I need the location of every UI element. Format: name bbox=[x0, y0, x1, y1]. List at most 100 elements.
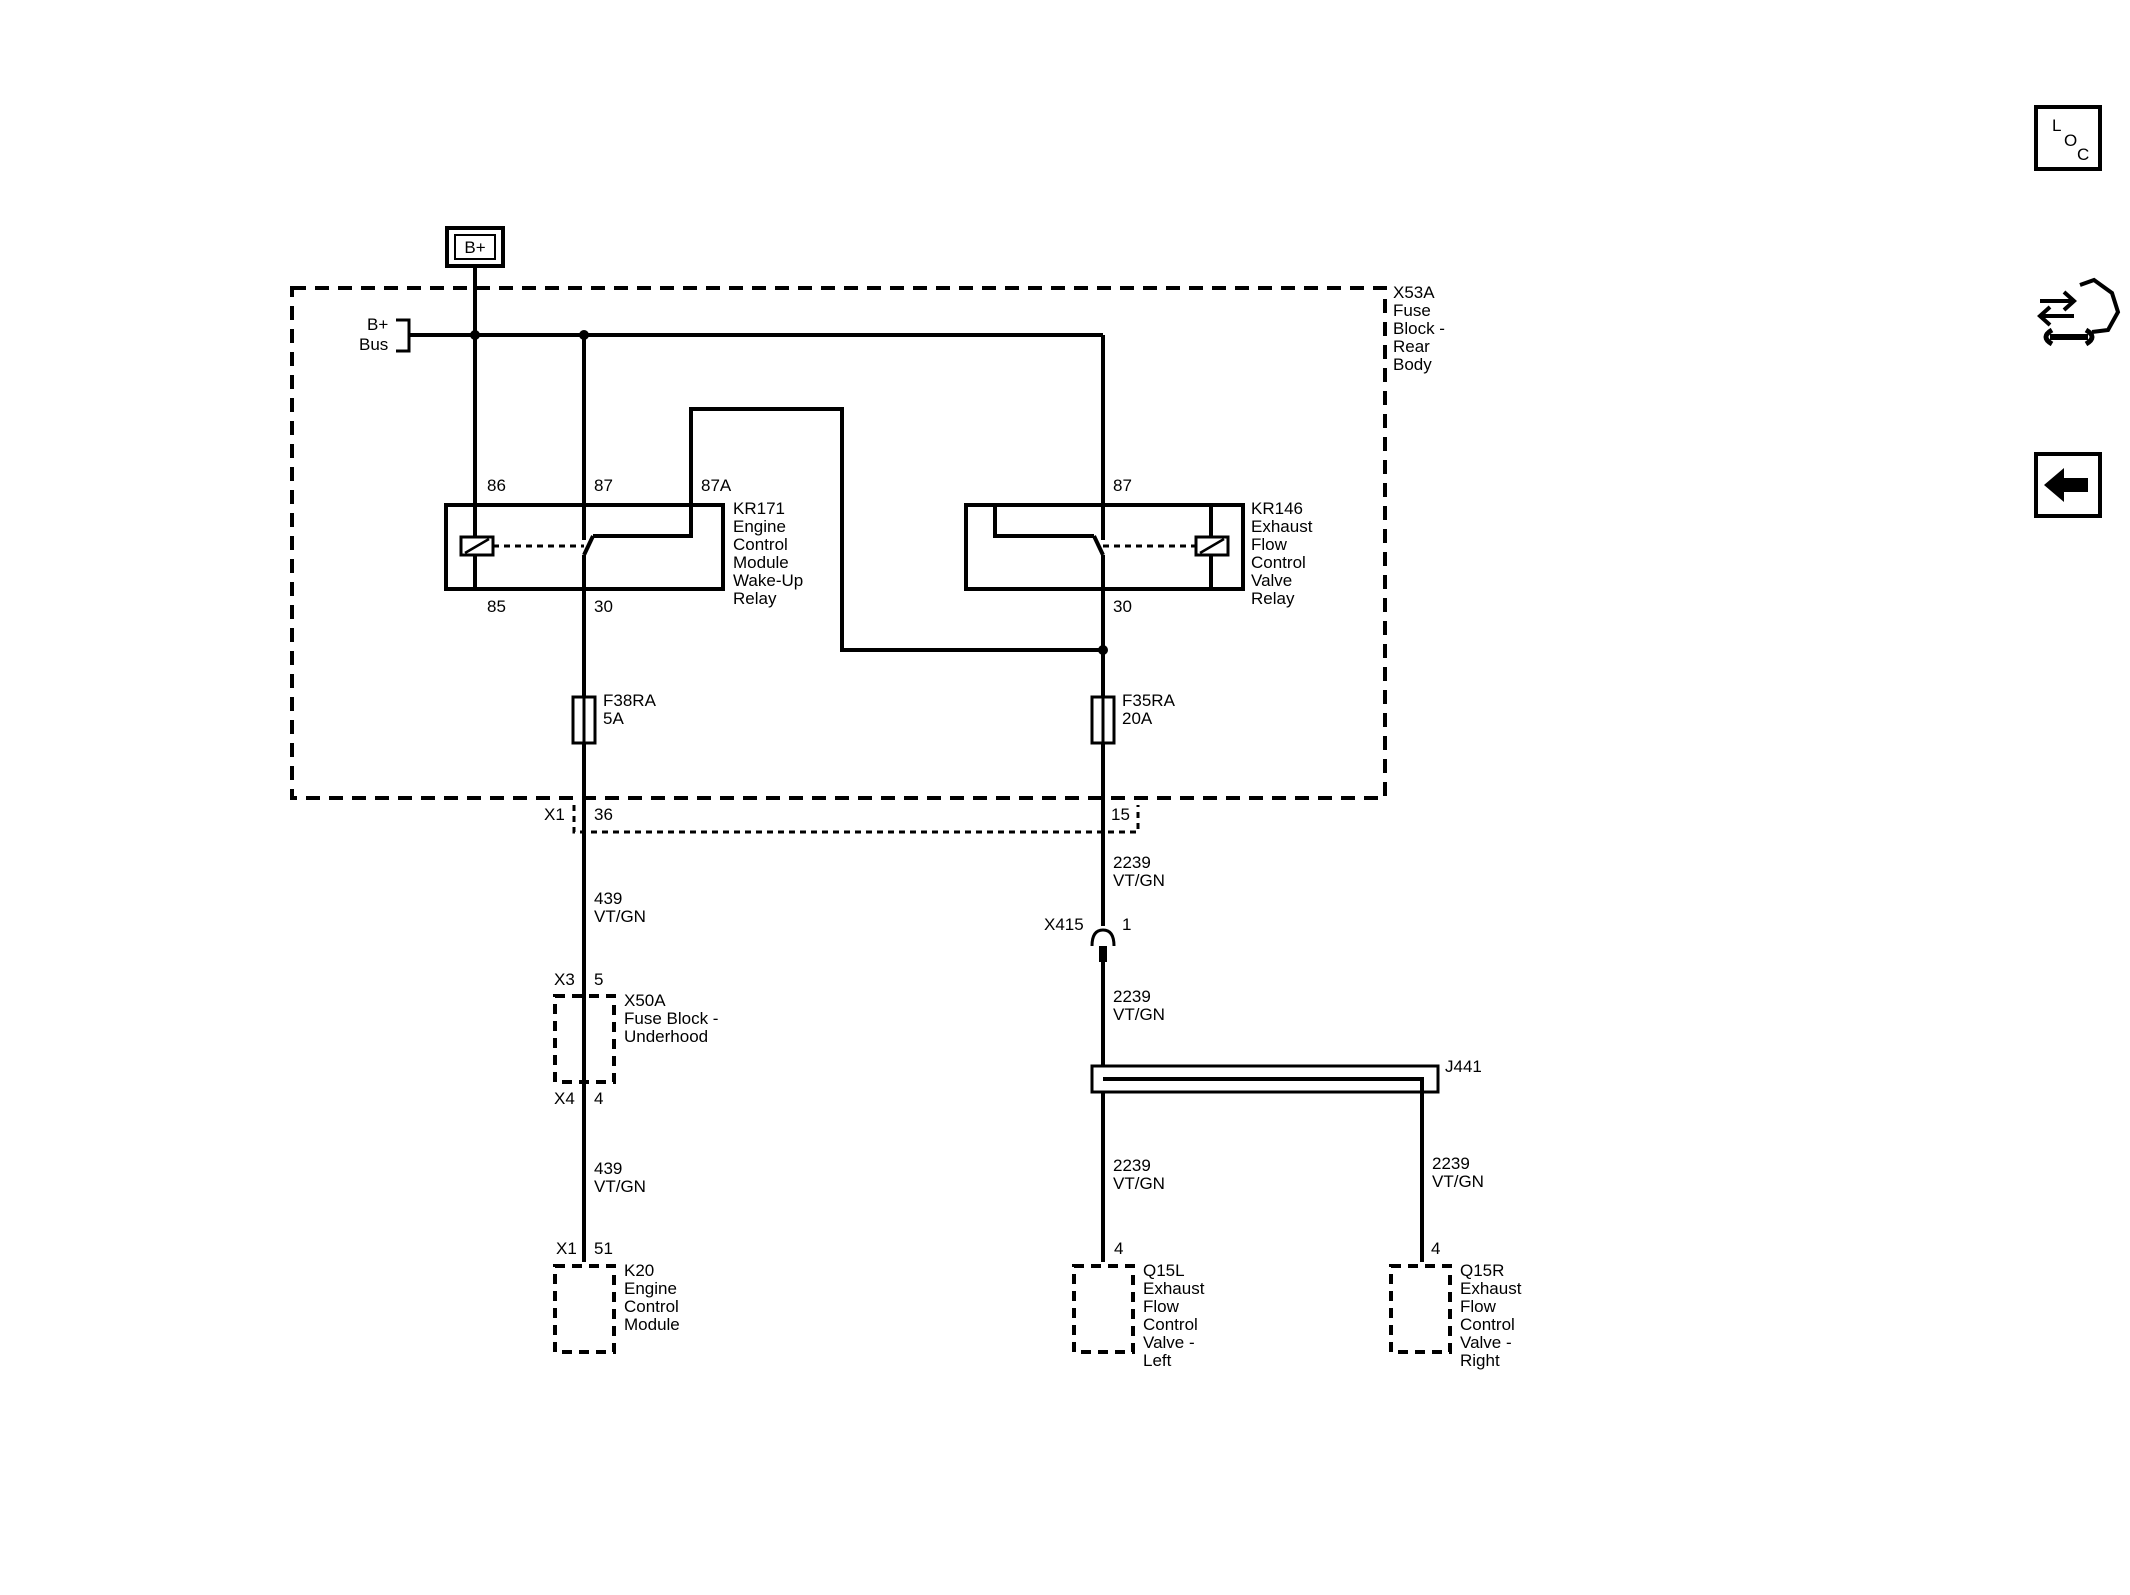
ecm-line2: Engine bbox=[624, 1279, 677, 1298]
fuse-f38ra-name: F38RA bbox=[603, 691, 657, 710]
connector-view-button[interactable] bbox=[2037, 277, 2121, 347]
wire-2239-left-color: VT/GN bbox=[1113, 1174, 1165, 1193]
kr171-pin-86: 86 bbox=[487, 476, 506, 495]
ecm-pin: 51 bbox=[594, 1239, 613, 1258]
fuse-block-rear-outline bbox=[290, 286, 1387, 800]
kr171-line5: Wake-Up bbox=[733, 571, 803, 590]
underhood-x3-pin: 5 bbox=[594, 970, 603, 989]
underhood-line2: Fuse Block - bbox=[624, 1009, 718, 1028]
underhood-x4: X4 bbox=[554, 1089, 575, 1108]
kr146-pin-87: 87 bbox=[1113, 476, 1132, 495]
underhood-x4-pin: 4 bbox=[594, 1089, 603, 1108]
fuse-block-rear-line4: Rear bbox=[1393, 337, 1430, 356]
loc-icon: L O C bbox=[2052, 116, 2089, 164]
fuse-block-rear-line3: Block - bbox=[1393, 319, 1445, 338]
kr171-pin-87a: 87A bbox=[701, 476, 732, 495]
wire-2239-a-color: VT/GN bbox=[1113, 871, 1165, 890]
loc-button[interactable]: L O C bbox=[2034, 105, 2102, 171]
wire-2239-right-color: VT/GN bbox=[1432, 1172, 1484, 1191]
ecm-line3: Control bbox=[624, 1297, 679, 1316]
wire-2239-left-circuit: 2239 bbox=[1113, 1156, 1151, 1175]
connector-wrench-icon bbox=[2037, 277, 2121, 347]
valve-right-line3: Flow bbox=[1460, 1297, 1497, 1316]
splice-j441 bbox=[1090, 1064, 1440, 1262]
bus-label-line2: Bus bbox=[359, 335, 388, 354]
wire-2239-b-color: VT/GN bbox=[1113, 1005, 1165, 1024]
kr146-line5: Valve bbox=[1251, 571, 1292, 590]
x415-name: X415 bbox=[1044, 915, 1084, 934]
valve-left-line2: Exhaust bbox=[1143, 1279, 1205, 1298]
fuse-f35ra bbox=[1090, 695, 1116, 745]
valve-left-pin: 4 bbox=[1114, 1239, 1123, 1258]
kr171-line2: Engine bbox=[733, 517, 786, 536]
valve-left-line3: Flow bbox=[1143, 1297, 1180, 1316]
connector-x1-rear-name: X1 bbox=[544, 805, 565, 824]
j441-name: J441 bbox=[1445, 1057, 1482, 1076]
kr146-line6: Relay bbox=[1251, 589, 1295, 608]
ecm-connector: X1 bbox=[556, 1239, 577, 1258]
loc-icon-c: C bbox=[2077, 145, 2089, 164]
valve-right-line2: Exhaust bbox=[1460, 1279, 1522, 1298]
wire-439-b-circuit: 439 bbox=[594, 1159, 622, 1178]
b-plus-supply: B+ bbox=[445, 226, 505, 268]
relay-87a-feed bbox=[689, 407, 1103, 652]
ecm-line1: K20 bbox=[624, 1261, 654, 1280]
valve-left-line5: Valve - bbox=[1143, 1333, 1195, 1352]
kr171-pin-30: 30 bbox=[594, 597, 613, 616]
valve-right-line5: Valve - bbox=[1460, 1333, 1512, 1352]
back-button[interactable] bbox=[2034, 452, 2102, 518]
fuse-f38ra-rating: 5A bbox=[603, 709, 624, 728]
fuse-f38ra bbox=[571, 695, 597, 745]
valve-right-line1: Q15R bbox=[1460, 1261, 1504, 1280]
wire-439-a-color: VT/GN bbox=[594, 907, 646, 926]
wire-439-a-circuit: 439 bbox=[594, 889, 622, 908]
kr171-line1: KR171 bbox=[733, 499, 785, 518]
connector-x1-rear-outline bbox=[572, 805, 1140, 834]
valve-left-line4: Control bbox=[1143, 1315, 1198, 1334]
connector-x1-pin-15: 15 bbox=[1111, 805, 1130, 824]
wire-2239-b-circuit: 2239 bbox=[1113, 987, 1151, 1006]
kr146-line3: Flow bbox=[1251, 535, 1288, 554]
kr146-line1: KR146 bbox=[1251, 499, 1303, 518]
wire-2239-a-circuit: 2239 bbox=[1113, 853, 1151, 872]
fuse-f35ra-rating: 20A bbox=[1122, 709, 1153, 728]
valve-right-pin: 4 bbox=[1431, 1239, 1440, 1258]
bus-label-line1: B+ bbox=[367, 315, 388, 334]
connector-x1-pin-36: 36 bbox=[594, 805, 613, 824]
fuse-block-rear-line5: Body bbox=[1393, 355, 1432, 374]
kr146-line2: Exhaust bbox=[1251, 517, 1313, 536]
ecm-outline bbox=[553, 1264, 616, 1354]
fuse-block-underhood-outline bbox=[553, 994, 616, 1084]
b-plus-label: B+ bbox=[464, 238, 485, 257]
underhood-x3: X3 bbox=[554, 970, 575, 989]
underhood-line3: Underhood bbox=[624, 1027, 708, 1046]
fuse-block-rear-line1: X53A bbox=[1393, 283, 1435, 302]
kr146-pin-30: 30 bbox=[1113, 597, 1132, 616]
kr146-line4: Control bbox=[1251, 553, 1306, 572]
relay-kr146 bbox=[964, 503, 1245, 591]
kr171-line6: Relay bbox=[733, 589, 777, 608]
kr171-pin-87: 87 bbox=[594, 476, 613, 495]
fuse-f35ra-name: F35RA bbox=[1122, 691, 1176, 710]
wire-439-b-color: VT/GN bbox=[594, 1177, 646, 1196]
valve-left-line6: Left bbox=[1143, 1351, 1172, 1370]
ecm-line4: Module bbox=[624, 1315, 680, 1334]
x415-pin: 1 bbox=[1122, 915, 1131, 934]
valve-right-outline bbox=[1389, 1264, 1452, 1354]
loc-icon-o: O bbox=[2064, 131, 2077, 150]
b-plus-bus: B+ Bus bbox=[359, 315, 1103, 354]
kr171-line4: Module bbox=[733, 553, 789, 572]
valve-left-outline bbox=[1072, 1264, 1135, 1354]
inline-connector-x415 bbox=[1090, 928, 1116, 962]
valve-left-line1: Q15L bbox=[1143, 1261, 1185, 1280]
wire-2239-right-circuit: 2239 bbox=[1432, 1154, 1470, 1173]
valve-right-line6: Right bbox=[1460, 1351, 1500, 1370]
loc-icon-l: L bbox=[2052, 116, 2061, 135]
back-arrow-icon bbox=[2044, 468, 2088, 502]
kr171-line3: Control bbox=[733, 535, 788, 554]
valve-right-line4: Control bbox=[1460, 1315, 1515, 1334]
kr171-pin-85: 85 bbox=[487, 597, 506, 616]
fuse-block-rear-line2: Fuse bbox=[1393, 301, 1431, 320]
underhood-line1: X50A bbox=[624, 991, 666, 1010]
